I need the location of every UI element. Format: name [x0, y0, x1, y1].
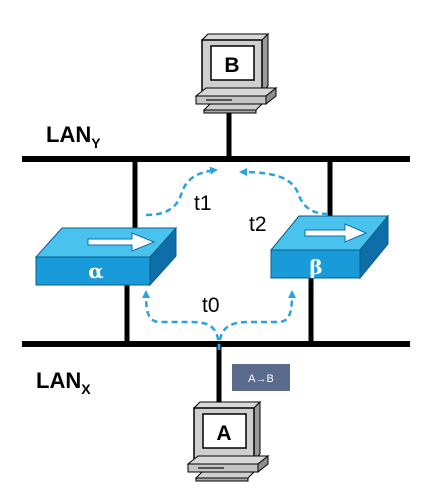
- host-b-computer[interactable]: B: [194, 32, 278, 114]
- host-b-letter: B: [224, 54, 239, 77]
- frame-tag-text: A→B: [248, 373, 274, 385]
- switch-beta[interactable]: β: [269, 214, 390, 280]
- lan-x-label: LANX: [36, 368, 91, 397]
- switch-alpha-label: α: [88, 259, 103, 283]
- t1-label: t1: [194, 192, 212, 215]
- switch-beta-label: β: [309, 255, 322, 279]
- host-a-computer[interactable]: A: [186, 400, 270, 482]
- frame-tag: A→B: [232, 364, 290, 391]
- t2-label: t2: [249, 213, 267, 236]
- switch-alpha-arrow-icon: [87, 232, 156, 252]
- lan-y-label: LANY: [46, 122, 101, 151]
- switch-beta-arrow-icon: [304, 223, 368, 243]
- host-a-letter: A: [216, 422, 231, 445]
- t0-label: t0: [202, 294, 220, 317]
- path-t1-alpha-to-lan-y: [145, 166, 218, 217]
- path-t2-beta-to-lan-y: [239, 168, 329, 216]
- switch-alpha[interactable]: α: [34, 226, 178, 287]
- path-t0-to-beta: [217, 290, 296, 351]
- path-t0-to-alpha: [142, 290, 221, 351]
